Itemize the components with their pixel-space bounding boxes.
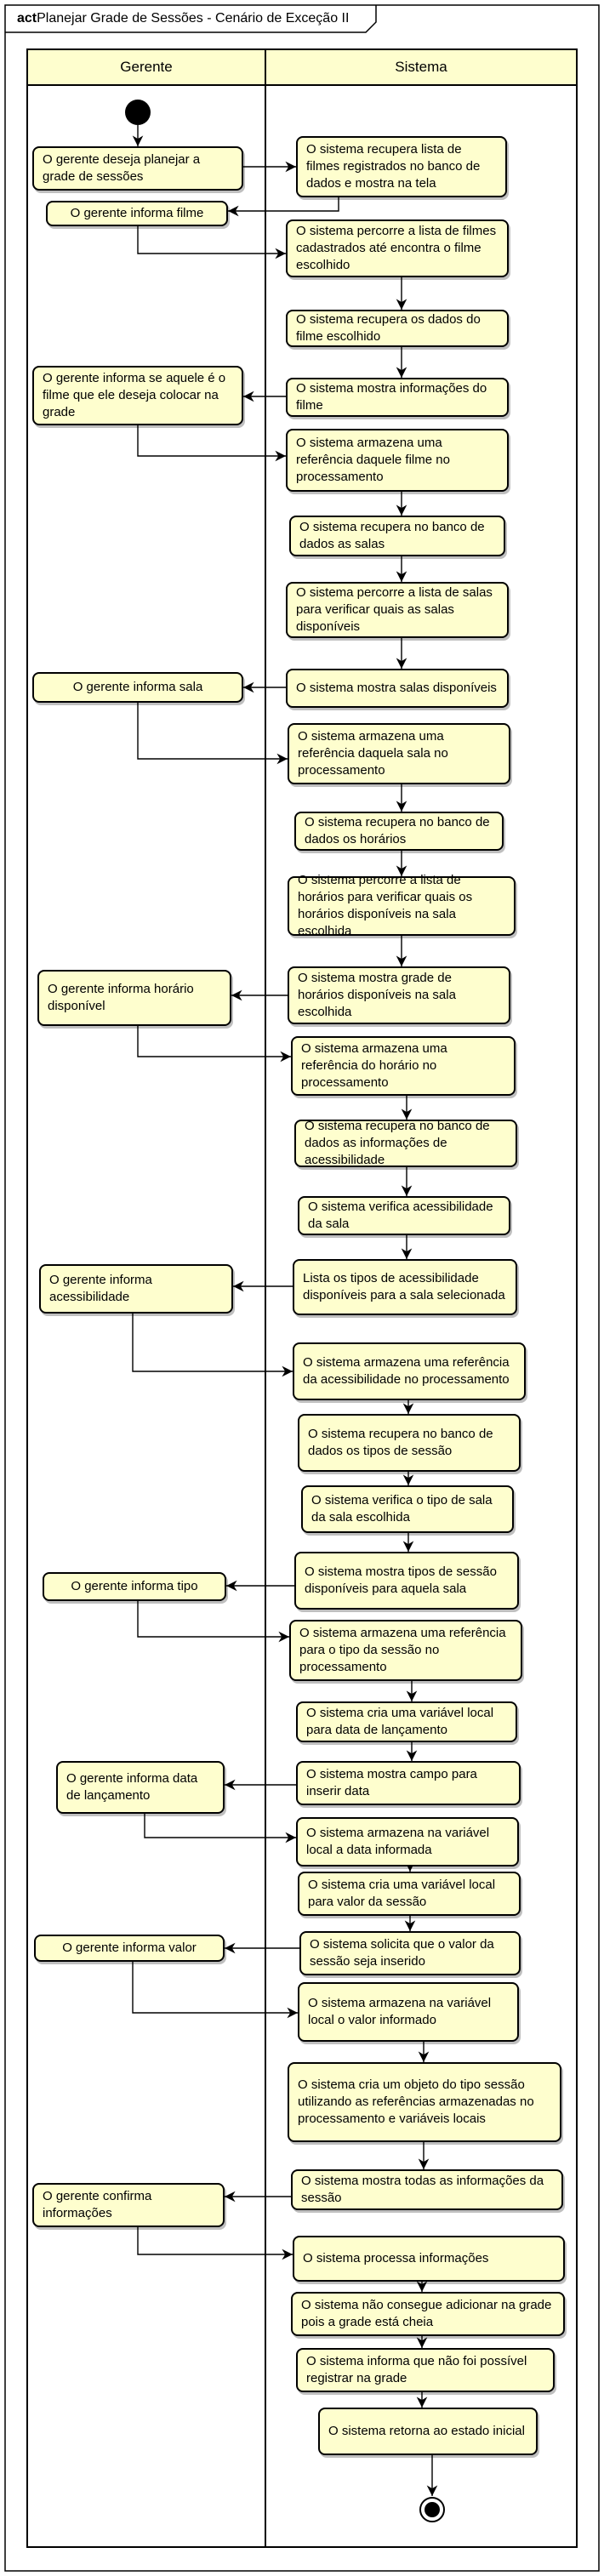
activity-sistema-recupera-horarios: O sistema recupera no banco de dados os … (294, 812, 504, 851)
activity-sistema-mostra-campo-data: O sistema mostra campo para inserir data (296, 1761, 521, 1805)
activity-sistema-cria-variavel-valor: O sistema cria uma variável local para v… (298, 1872, 521, 1916)
activity-sistema-verifica-tipo-sala: O sistema verifica o tipo de sala da sal… (301, 1485, 514, 1533)
activity-gerente-confirma-informacoes: O gerente confirma informações (32, 2183, 225, 2227)
activity-sistema-recupera-filmes: O sistema recupera lista de filmes regis… (296, 136, 507, 197)
activity-sistema-armazena-acessibilidade: O sistema armazena uma referência da ace… (293, 1342, 526, 1400)
activity-sistema-armazena-horario: O sistema armazena uma referência do hor… (291, 1036, 516, 1096)
activity-gerente-informa-sala: O gerente informa sala (32, 672, 243, 703)
lane-sistema: Sistema (395, 59, 447, 75)
activity-sistema-mostra-filme: O sistema mostra informações do filme (286, 378, 509, 417)
activity-sistema-mostra-tipos-sessao: O sistema mostra tipos de sessão disponí… (294, 1552, 519, 1610)
activity-gerente-confirma-filme: O gerente informa se aquele é o filme qu… (32, 366, 243, 425)
frame-keyword: act (17, 11, 37, 26)
activity-sistema-recupera-acessibilidade: O sistema recupera no banco de dados as … (294, 1119, 517, 1167)
activity-sistema-percorre-horarios: O sistema percorre a lista de horários p… (288, 873, 516, 938)
activity-sistema-mostra-horarios: O sistema mostra grade de horários dispo… (288, 966, 510, 1024)
activity-gerente-informa-filme: O gerente informa filme (46, 201, 228, 226)
activity-sistema-armazena-filme: O sistema armazena uma referência daquel… (286, 429, 509, 492)
frame-border (4, 4, 600, 2572)
activity-sistema-verifica-acessibilidade: O sistema verifica acessibilidade da sal… (298, 1196, 510, 1235)
diagram-title: Planejar Grade de Sessões - Cenário de E… (37, 11, 350, 26)
final-node-dot (425, 2502, 440, 2517)
activity-sistema-retorna-estado-inicial: O sistema retorna ao estado inicial (318, 2408, 538, 2455)
activity-gerente-informa-valor: O gerente informa valor (34, 1935, 225, 1962)
activity-sistema-percorre-salas: O sistema percorre a lista de salas para… (286, 582, 509, 638)
activity-sistema-solicita-valor: O sistema solicita que o valor da sessão… (299, 1931, 521, 1975)
activity-gerente-informa-data: O gerente informa data de lançamento (56, 1761, 225, 1814)
activity-sistema-mostra-informacoes: O sistema mostra todas as informações da… (291, 2169, 563, 2210)
activity-sistema-lista-acessibilidade: Lista os tipos de acessibilidade disponí… (293, 1259, 517, 1315)
frame-title: actPlanejar Grade de Sessões - Cenário d… (17, 11, 349, 26)
activity-sistema-armazena-tipo: O sistema armazena uma referência para o… (289, 1620, 522, 1681)
activity-gerente-informa-acessibilidade: O gerente informa acessibilidade (39, 1264, 233, 1314)
activity-sistema-cria-objeto-sessao: O sistema cria um objeto do tipo sessão … (288, 2062, 561, 2142)
activity-sistema-informa-erro: O sistema informa que não foi possível r… (296, 2348, 555, 2392)
activity-sistema-processa-informacoes: O sistema processa informações (293, 2236, 565, 2282)
frame-tab (5, 5, 377, 33)
swimlane-border (26, 48, 578, 2548)
activity-gerente-informa-horario: O gerente informa horário disponível (37, 970, 231, 1026)
activity-sistema-percorre-filmes: O sistema percorre a lista de filmes cad… (286, 219, 509, 277)
activity-sistema-armazena-sala: O sistema armazena uma referência daquel… (288, 723, 510, 784)
lane-gerente: Gerente (120, 59, 173, 75)
activity-sistema-recupera-dados-filme: O sistema recupera os dados do filme esc… (286, 310, 509, 347)
activity-gerente-deseja-planejar: O gerente deseja planejar a grade de ses… (32, 146, 243, 191)
activity-sistema-armazena-data: O sistema armazena na variável local a d… (296, 1817, 519, 1866)
activity-sistema-nao-consegue-adicionar: O sistema não consegue adicionar na grad… (291, 2292, 565, 2336)
activity-sistema-mostra-salas: O sistema mostra salas disponíveis (286, 669, 509, 708)
activity-sistema-armazena-valor: O sistema armazena na variável local o v… (298, 1982, 519, 2042)
activity-sistema-cria-variavel-data: O sistema cria uma variável local para d… (296, 1701, 517, 1742)
activity-sistema-recupera-salas: O sistema recupera no banco de dados as … (289, 516, 505, 556)
activity-sistema-recupera-tipos-sessao: O sistema recupera no banco de dados os … (298, 1414, 521, 1472)
activity-gerente-informa-tipo: O gerente informa tipo (43, 1572, 226, 1601)
initial-node (125, 100, 151, 125)
